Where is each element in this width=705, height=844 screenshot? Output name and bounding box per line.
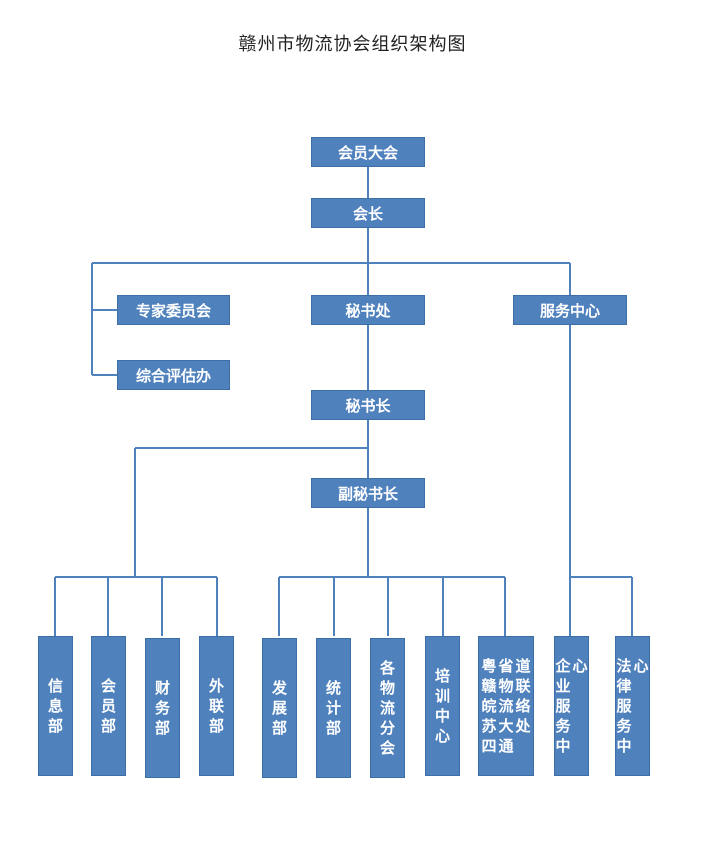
node-evaluation-office: 综合评估办 (117, 360, 230, 390)
dept-label-development: 发展部 (271, 679, 287, 737)
dept-label-info: 信息部 (47, 677, 63, 735)
dept-label-enterprise: 企业服务中心 (555, 657, 588, 755)
dept-liaison: 粤赣皖苏四省物流大通道联络处 (478, 636, 534, 776)
dept-training: 培训中心 (425, 636, 460, 776)
dept-label-liaison: 粤赣皖苏四省物流大通道联络处 (481, 657, 531, 755)
dept-label-member: 会员部 (100, 677, 116, 735)
node-service-center: 服务中心 (513, 295, 627, 325)
dept-label-training: 培训中心 (434, 667, 450, 745)
dept-enterprise: 企业服务中心 (554, 636, 589, 776)
dept-finance: 财务部 (145, 638, 180, 778)
node-deputy-secretary-general: 副秘书长 (311, 478, 425, 508)
node-assembly: 会员大会 (311, 137, 425, 167)
dept-legal: 法律服务中心 (615, 636, 650, 776)
dept-label-legal: 法律服务中心 (616, 657, 649, 755)
dept-label-statistics: 统计部 (325, 679, 341, 737)
node-expert-committee: 专家委员会 (117, 295, 230, 325)
dept-statistics: 统计部 (316, 638, 351, 778)
node-secretary-general: 秘书长 (311, 390, 425, 420)
dept-label-finance: 财务部 (154, 679, 170, 737)
node-secretariat: 秘书处 (311, 295, 425, 325)
chart-title: 赣州市物流协会组织架构图 (238, 34, 467, 55)
dept-label-external: 外联部 (208, 677, 224, 735)
dept-member: 会员部 (91, 636, 126, 776)
dept-info: 信息部 (38, 636, 73, 776)
dept-development: 发展部 (262, 638, 297, 778)
dept-label-branches: 各物流分会 (379, 659, 395, 757)
dept-branches: 各物流分会 (370, 638, 405, 778)
node-president: 会长 (311, 198, 425, 228)
dept-external: 外联部 (199, 636, 234, 776)
